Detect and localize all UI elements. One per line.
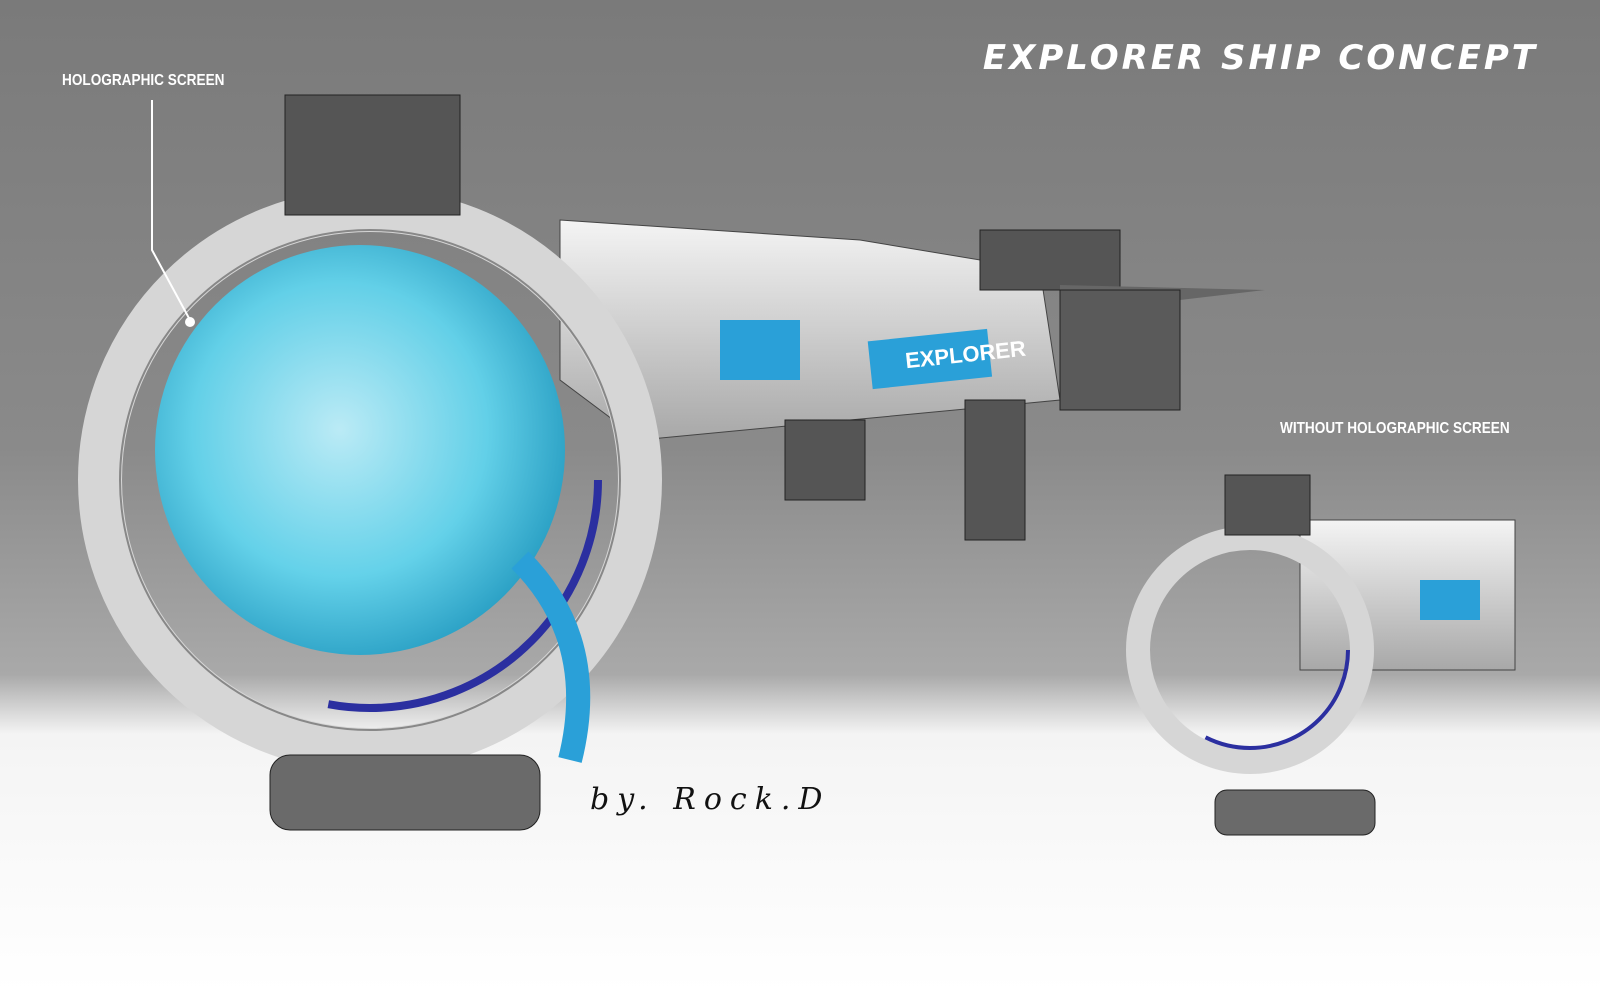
main-ship (78, 94, 1265, 831)
artist-signature: by. Rock.D (590, 782, 831, 817)
holographic-screen-label: HOLOGRAPHIC SCREEN (62, 72, 225, 89)
holographic-screen (155, 245, 565, 655)
callout-dot (185, 317, 195, 327)
without-screen-label: WITHOUT HOLOGRAPHIC SCREEN (1280, 420, 1510, 437)
callout-line (151, 100, 191, 321)
small-ship (1126, 474, 1516, 836)
page-title: EXPLORER SHIP CONCEPT (982, 38, 1538, 78)
